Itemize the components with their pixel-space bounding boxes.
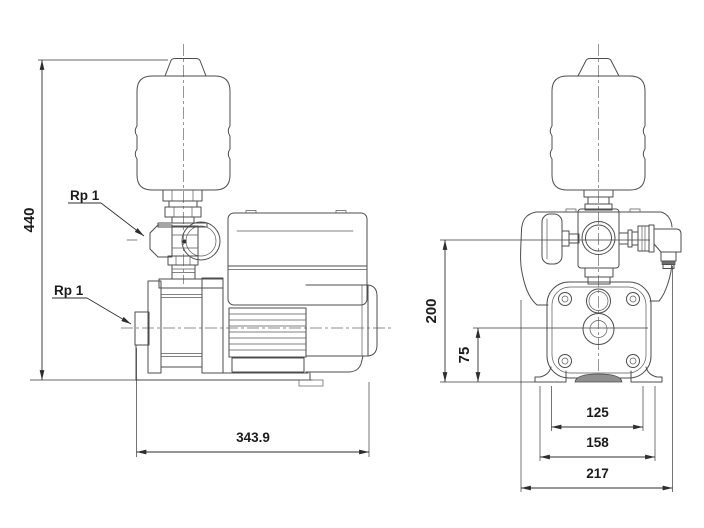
motor-stool-flange: [201, 277, 224, 374]
dim-shaft-height-value: 75: [456, 347, 473, 364]
pump-head: [134, 277, 224, 381]
shaft-boss: [582, 313, 615, 345]
cooling-fins: [228, 307, 307, 373]
suction-port: [134, 311, 150, 346]
pump-front-face: [546, 281, 652, 379]
discharge-valve-assembly: [149, 189, 221, 280]
dimension-shaft-height: 75: [456, 328, 481, 382]
dimension-foot-holes: 125: [551, 386, 644, 431]
control-box: [227, 212, 368, 306]
discharge-port-label: Rp 1: [70, 188, 100, 203]
front-view: 200 75 125 158 217: [423, 44, 682, 492]
dim-foot-holes-value: 125: [586, 405, 609, 420]
tank-cap: [164, 58, 207, 77]
pressure-gauge: [541, 213, 580, 265]
elbow-fitting: [618, 224, 682, 269]
tank-cap: [577, 58, 620, 77]
side-view: 440 343.9 Rp 1 Rp 1: [21, 44, 392, 457]
dim-overall-length-value: 343.9: [236, 430, 270, 445]
suction-port-label: Rp 1: [54, 283, 84, 298]
dimension-discharge-height: 200: [423, 240, 448, 382]
dimension-overall-height: 440: [21, 59, 168, 381]
pressure-tank-front: [549, 58, 646, 211]
rubber-pad: [574, 373, 623, 383]
dimension-foot-width: 158: [539, 386, 656, 461]
dimension-overall-width: 217: [520, 266, 673, 492]
dim-overall-width-value: 217: [586, 466, 609, 481]
base-frame: [135, 372, 324, 387]
dim-foot-width-value: 158: [586, 435, 609, 450]
dim-discharge-height-value: 200: [423, 298, 440, 323]
valve-flange-circle: [181, 221, 221, 261]
flange-bolts: [558, 292, 640, 368]
dimension-overall-length: 343.9: [136, 348, 370, 457]
motor-assembly: [227, 210, 378, 373]
mounting-feet: [534, 366, 663, 383]
pressure-tank-side: [134, 58, 231, 191]
valve-left-port: [149, 224, 173, 258]
motor-end-cap: [367, 284, 378, 357]
suction-port-callout: Rp 1: [52, 283, 132, 325]
tank-body: [549, 75, 646, 191]
dim-overall-height-value: 440: [21, 207, 38, 232]
inlet-flange: [158, 278, 224, 289]
pump-top-cover: [520, 208, 673, 306]
tank-body: [134, 75, 231, 191]
discharge-port-callout: Rp 1: [68, 188, 145, 237]
